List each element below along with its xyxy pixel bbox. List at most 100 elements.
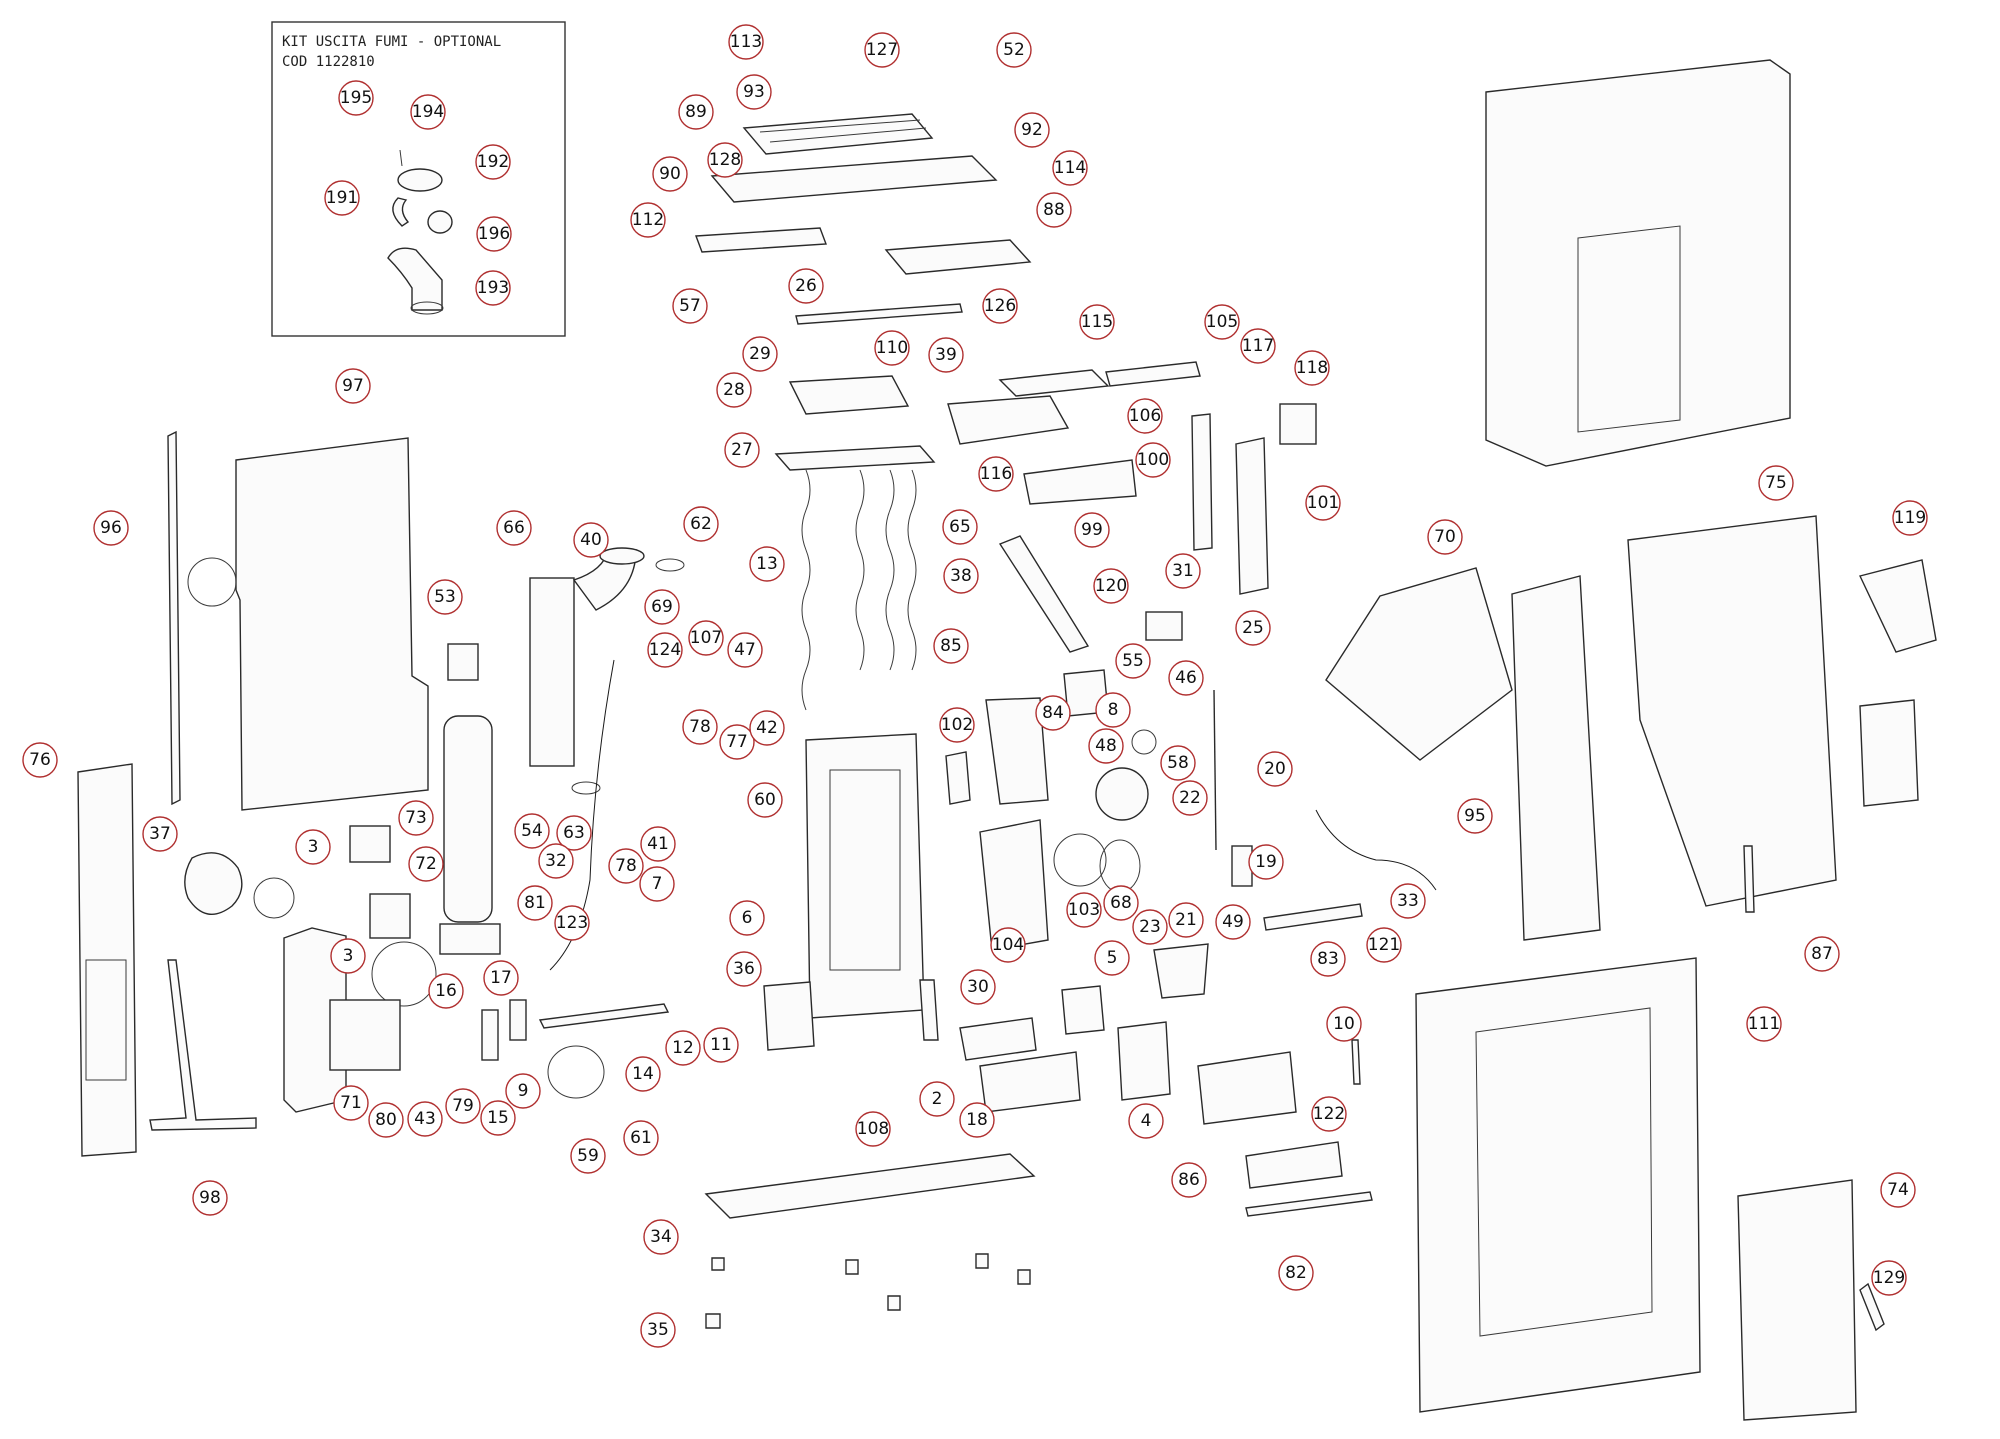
- callout-192: 192: [475, 144, 511, 180]
- callout-label: 58: [1167, 753, 1189, 773]
- callout-53: 53: [427, 579, 463, 615]
- callout-114: 114: [1052, 150, 1088, 186]
- callout-12: 12: [665, 1030, 701, 1066]
- flue-pipe-69: [529, 577, 575, 767]
- callout-62: 62: [683, 506, 719, 542]
- callout-circle: [93, 510, 129, 546]
- box-5: [1061, 985, 1105, 1035]
- callout-99: 99: [1074, 512, 1110, 548]
- callout-circle: [335, 368, 371, 404]
- callout-circle: [729, 900, 765, 936]
- callout-circle: [1457, 798, 1493, 834]
- callout-26: 26: [788, 268, 824, 304]
- callout-76: 76: [22, 742, 58, 778]
- disc-103: [1053, 833, 1107, 887]
- callout-label: 103: [1068, 900, 1100, 920]
- left-assembly: [77, 430, 479, 1157]
- callout-77: 77: [719, 724, 755, 760]
- ring-62: [655, 558, 685, 572]
- callout-circle: [630, 202, 666, 238]
- base-frame: [763, 981, 815, 1051]
- callout-label: 97: [342, 376, 364, 396]
- callout-17: 17: [483, 960, 519, 996]
- callout-label: 85: [940, 636, 962, 656]
- pipe-98: [149, 959, 257, 1131]
- callout-label: 29: [749, 344, 771, 364]
- callout-81: 81: [517, 885, 553, 921]
- callout-123: 123: [554, 905, 590, 941]
- callout-circle: [990, 927, 1026, 963]
- callout-circle: [683, 506, 719, 542]
- plate-122: [1245, 1141, 1343, 1189]
- callout-circle: [1052, 150, 1088, 186]
- frame-70: [1325, 567, 1513, 761]
- callout-82: 82: [1278, 1255, 1314, 1291]
- pipe-33: [1315, 809, 1437, 891]
- callout-85: 85: [933, 628, 969, 664]
- callout-38: 38: [943, 558, 979, 594]
- callout-label: 123: [556, 913, 588, 933]
- callout-circle: [142, 816, 178, 852]
- callout-label: 72: [415, 854, 437, 874]
- callout-circle: [665, 1030, 701, 1066]
- callout-label: 62: [690, 514, 712, 534]
- callout-label: 106: [1129, 406, 1161, 426]
- plate-119: [1859, 559, 1937, 653]
- callout-97: 97: [335, 368, 371, 404]
- top-plate-27: [774, 445, 936, 471]
- callout-label: 69: [651, 597, 673, 617]
- callout-circle: [1758, 465, 1794, 501]
- callout-73: 73: [398, 800, 434, 836]
- callout-label: 90: [659, 164, 681, 184]
- callout-116: 116: [978, 456, 1014, 492]
- callout-15: 15: [480, 1100, 516, 1136]
- callout-23: 23: [1132, 909, 1168, 945]
- callout-113: 113: [728, 24, 764, 60]
- callout-191: 191: [324, 180, 360, 216]
- callout-71: 71: [333, 1085, 369, 1121]
- callout-circle: [480, 1100, 516, 1136]
- callout-label: 191: [326, 188, 358, 208]
- callout-39: 39: [928, 337, 964, 373]
- chamber-body: [805, 733, 925, 1019]
- callout-47: 47: [727, 632, 763, 668]
- callout-label: 12: [672, 1038, 694, 1058]
- callout-circle: [1215, 904, 1251, 940]
- flue-collar: [599, 547, 645, 565]
- callout-circle: [1036, 192, 1072, 228]
- callout-label: 36: [733, 959, 755, 979]
- callout-label: 14: [632, 1064, 654, 1084]
- callout-103: 103: [1066, 892, 1102, 928]
- disc-68: [1099, 839, 1141, 893]
- callout-circle: [1079, 304, 1115, 340]
- callout-129: 129: [1871, 1260, 1907, 1296]
- bucket-49: [1153, 943, 1209, 999]
- callout-label: 15: [487, 1108, 509, 1128]
- callout-111: 111: [1746, 1006, 1782, 1042]
- panel-cutout-76: [85, 959, 127, 1081]
- callout-label: 6: [742, 908, 753, 928]
- callout-label: 194: [412, 102, 444, 122]
- gear-58: [1131, 729, 1157, 755]
- callout-107: 107: [688, 620, 724, 656]
- callout-11: 11: [703, 1027, 739, 1063]
- chamber-window: [829, 769, 901, 971]
- callout-20: 20: [1257, 751, 1293, 787]
- callout-label: 11: [710, 1035, 732, 1055]
- callout-circle: [1278, 1255, 1314, 1291]
- callout-label: 93: [743, 82, 765, 102]
- callout-label: 87: [1811, 944, 1833, 964]
- callout-circle: [749, 546, 785, 582]
- callout-label: 59: [577, 1146, 599, 1166]
- callout-circle: [943, 558, 979, 594]
- callout-label: 31: [1172, 561, 1194, 581]
- casing-cutout: [1577, 225, 1681, 433]
- callout-circle: [608, 848, 644, 884]
- callout-circle: [295, 829, 331, 865]
- callout-circle: [410, 94, 446, 130]
- callout-label: 4: [1141, 1111, 1152, 1131]
- callout-circle: [1257, 751, 1293, 787]
- callout-14: 14: [625, 1056, 661, 1092]
- rail-87: [1743, 845, 1755, 913]
